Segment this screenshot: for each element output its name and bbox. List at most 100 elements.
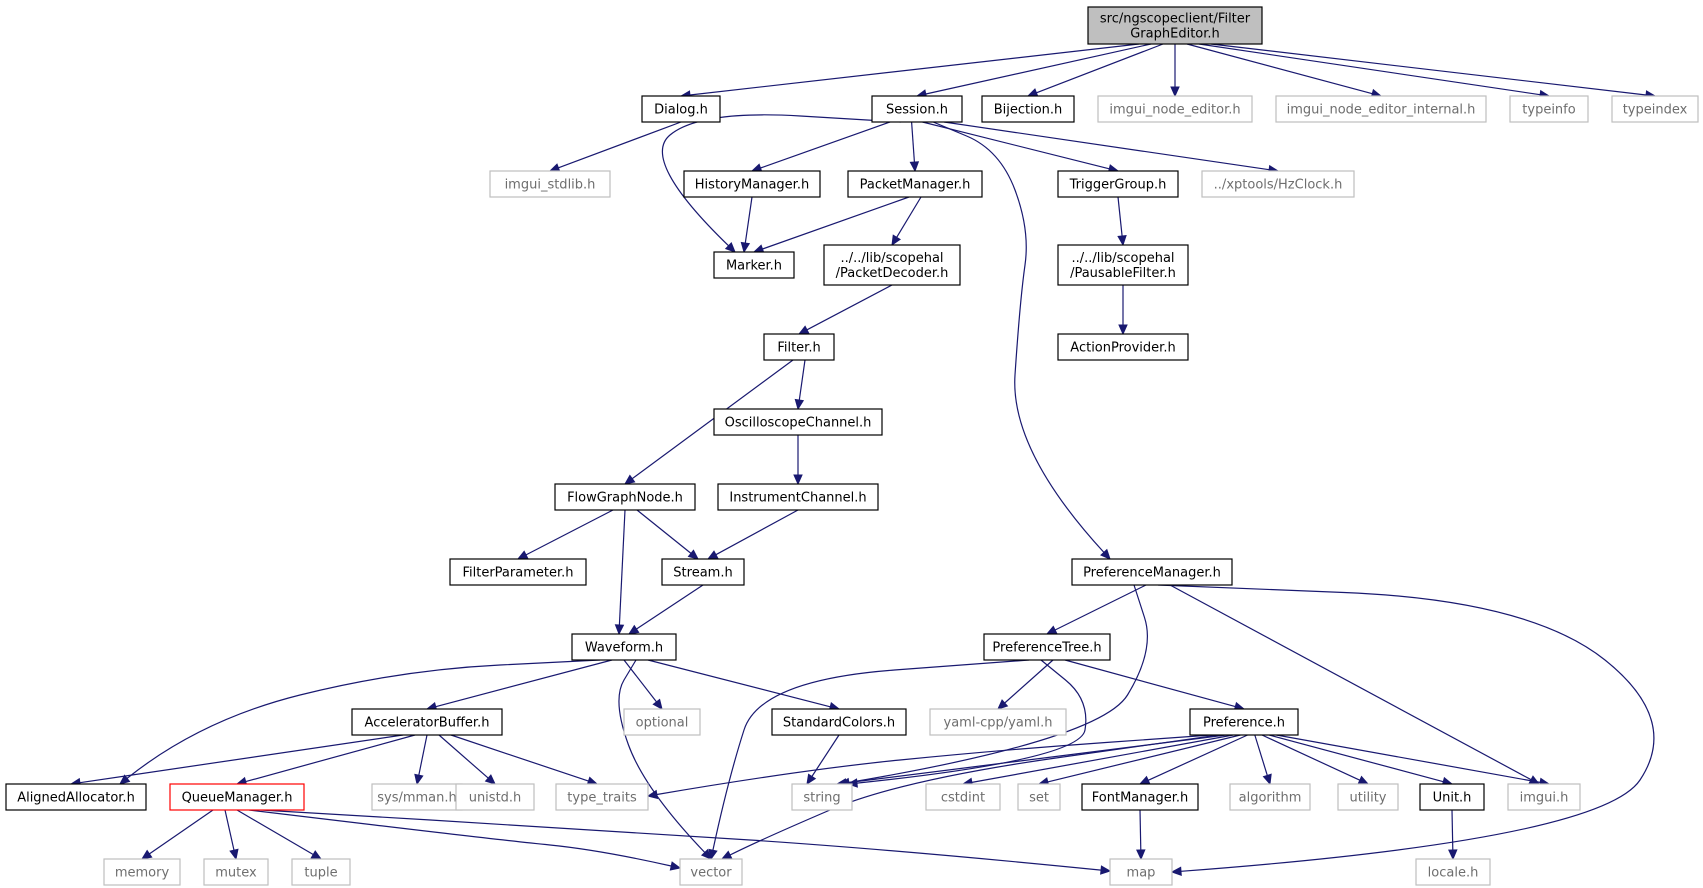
edge-line — [1261, 734, 1361, 781]
node-memory[interactable]: memory — [103, 858, 181, 886]
node-label: FontManager.h — [1092, 791, 1188, 806]
node-label: InstrumentChannel.h — [729, 491, 866, 506]
node-filterparam[interactable]: FilterParameter.h — [449, 558, 587, 586]
edge-instch-to-stream — [706, 509, 799, 560]
edge-flownode-to-filterparam — [516, 509, 614, 560]
node-yaml[interactable]: yaml-cpp/yaml.h — [929, 708, 1067, 736]
edge-prefmgr-to-string — [838, 584, 1148, 788]
node-bijection[interactable]: Bijection.h — [981, 95, 1075, 123]
edge-arrowhead — [1138, 775, 1151, 785]
node-hzclock[interactable]: ../xptools/HzClock.h — [1201, 170, 1355, 198]
node-preference[interactable]: Preference.h — [1189, 708, 1299, 736]
edge-arrowhead — [891, 234, 901, 247]
node-box — [1057, 170, 1179, 198]
edge-line — [1064, 659, 1236, 708]
node-box — [771, 708, 907, 736]
node-optional[interactable]: optional — [623, 708, 701, 736]
node-label: ../xptools/HzClock.h — [1214, 178, 1343, 193]
node-label: mutex — [215, 866, 257, 881]
node-flownode[interactable]: FlowGraphNode.h — [554, 483, 696, 511]
node-label: ActionProvider.h — [1070, 341, 1175, 356]
node-prefmgr[interactable]: PreferenceManager.h — [1071, 558, 1233, 586]
node-action[interactable]: ActionProvider.h — [1057, 333, 1189, 361]
node-imgui_stdlib[interactable]: imgui_stdlib.h — [489, 170, 611, 198]
node-mutex[interactable]: mutex — [203, 858, 269, 886]
node-label: imgui_node_editor.h — [1109, 103, 1240, 118]
edge-line — [1198, 43, 1541, 96]
node-tuple[interactable]: tuple — [291, 858, 351, 886]
node-trigger[interactable]: TriggerGroup.h — [1057, 170, 1179, 198]
edge-arrowhead — [119, 774, 131, 785]
node-fontmgr[interactable]: FontManager.h — [1081, 783, 1199, 811]
edge-arrowhead — [652, 698, 663, 710]
edge-line — [450, 734, 589, 782]
node-aligned[interactable]: AlignedAllocator.h — [5, 783, 147, 811]
node-preftree[interactable]: PreferenceTree.h — [983, 633, 1111, 661]
node-stdcolors[interactable]: StandardColors.h — [771, 708, 907, 736]
edge-line — [896, 196, 922, 238]
edge-pausable-to-action — [1118, 285, 1128, 336]
node-string[interactable]: string — [791, 783, 853, 811]
edge-line — [925, 43, 1152, 95]
node-dialog[interactable]: Dialog.h — [641, 95, 721, 123]
node-session[interactable]: Session.h — [871, 95, 963, 123]
edge-line — [1117, 196, 1123, 237]
edge-line — [618, 659, 706, 853]
node-set[interactable]: set — [1017, 783, 1061, 811]
edge-filter-to-oscch — [794, 359, 806, 411]
edge-oscch-to-instch — [793, 435, 803, 486]
node-typeinfo[interactable]: typeinfo — [1509, 95, 1589, 123]
node-imgui_node_editor_internal[interactable]: imgui_node_editor_internal.h — [1275, 95, 1487, 123]
node-waveform[interactable]: Waveform.h — [571, 633, 677, 661]
node-history[interactable]: HistoryManager.h — [683, 170, 821, 198]
node-map[interactable]: map — [1109, 858, 1173, 886]
node-pausable[interactable]: ../../lib/scopehal/PausableFilter.h — [1057, 244, 1189, 286]
node-sysmman[interactable]: sys/mman.h — [371, 783, 463, 811]
node-packetdec[interactable]: ../../lib/scopehal/PacketDecoder.h — [823, 244, 961, 286]
node-label: type_traits — [567, 791, 637, 806]
node-oscch[interactable]: OscilloscopeChannel.h — [713, 408, 883, 436]
node-instch[interactable]: InstrumentChannel.h — [717, 483, 879, 511]
edge-arrowhead — [1045, 625, 1058, 635]
node-stream[interactable]: Stream.h — [661, 558, 745, 586]
node-imgui_node_editor[interactable]: imgui_node_editor.h — [1097, 95, 1253, 123]
edge-arrowhead — [614, 624, 625, 636]
node-imgui[interactable]: imgui.h — [1507, 783, 1581, 811]
edge-arrowhead — [310, 850, 323, 860]
node-box — [1057, 244, 1189, 286]
node-label: Waveform.h — [585, 641, 663, 656]
node-cstdint[interactable]: cstdint — [925, 783, 1001, 811]
node-vector[interactable]: vector — [679, 858, 743, 886]
node-filter[interactable]: Filter.h — [763, 333, 835, 361]
edge-arrowhead — [414, 773, 424, 786]
node-box — [713, 251, 795, 279]
node-box — [1611, 95, 1699, 123]
node-box — [1509, 95, 1589, 123]
node-typeindex[interactable]: typeindex — [1611, 95, 1699, 123]
edge-waveform-to-accbuf — [425, 659, 613, 712]
edge-line — [260, 809, 1102, 871]
node-box — [371, 783, 463, 811]
edge-line — [760, 121, 891, 169]
edge-prefmgr-to-preftree — [1045, 584, 1147, 635]
node-marker[interactable]: Marker.h — [713, 251, 795, 279]
edge-line — [656, 734, 1212, 796]
node-queue[interactable]: QueueManager.h — [169, 783, 305, 811]
node-box — [1415, 858, 1491, 886]
node-box — [449, 558, 587, 586]
node-unistd[interactable]: unistd.h — [455, 783, 535, 811]
node-utility[interactable]: utility — [1337, 783, 1399, 811]
node-typetraits[interactable]: type_traits — [555, 783, 649, 811]
node-algorithm[interactable]: algorithm — [1229, 783, 1311, 811]
edge-history-to-marker — [740, 196, 753, 254]
node-packetmgr[interactable]: PacketManager.h — [847, 170, 983, 198]
node-locale[interactable]: locale.h — [1415, 858, 1491, 886]
node-accbuf[interactable]: AcceleratorBuffer.h — [351, 708, 503, 736]
edge-line — [438, 734, 489, 779]
node-unit[interactable]: Unit.h — [1419, 783, 1485, 811]
node-label: GraphEditor.h — [1130, 27, 1220, 42]
edge-session-to-marker — [661, 114, 901, 253]
edge-filter-to-flownode — [624, 359, 794, 485]
edge-line — [435, 659, 613, 708]
